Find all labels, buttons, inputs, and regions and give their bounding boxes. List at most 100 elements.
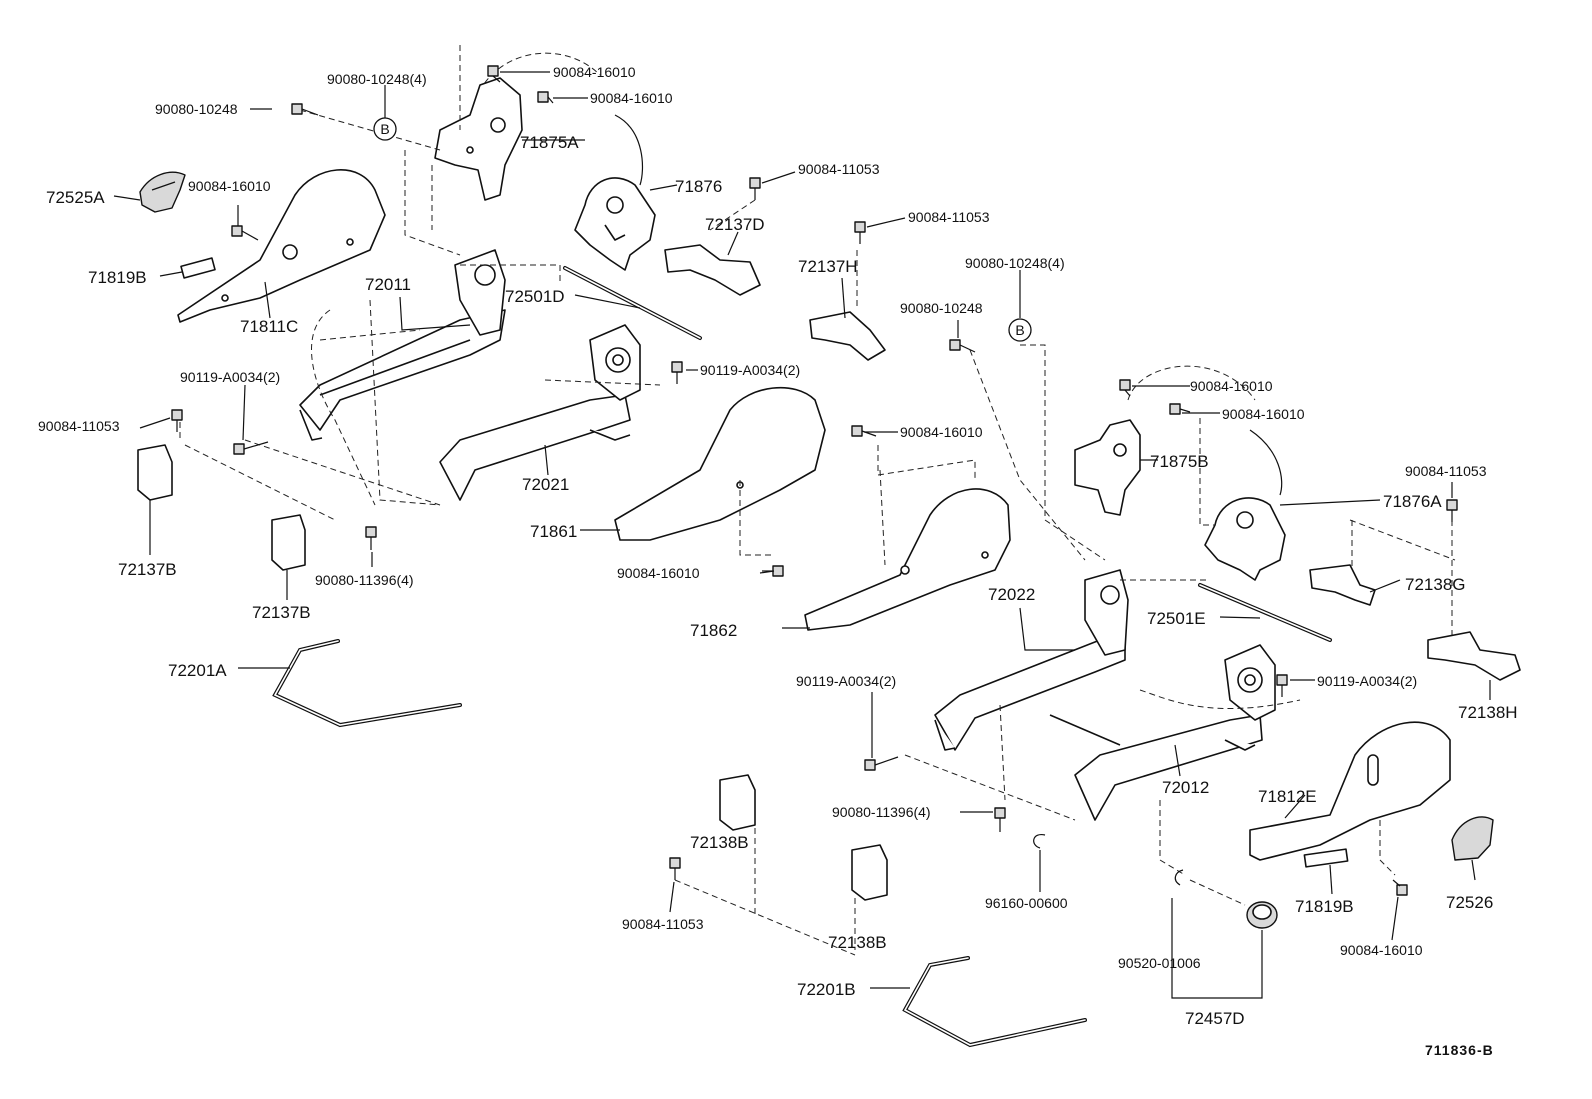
figure-code: 711836-B bbox=[1425, 1042, 1494, 1058]
label-71819B-top: 71819B bbox=[88, 268, 147, 287]
part-71819B-trim bbox=[1303, 848, 1349, 868]
label-bolt: 90084-11053 bbox=[38, 418, 120, 434]
label-bolt: 96160-00600 bbox=[985, 895, 1068, 911]
label-bolt: 90084-16010 bbox=[1190, 378, 1273, 394]
label-71861: 71861 bbox=[530, 522, 577, 541]
bolt-icon bbox=[949, 339, 976, 353]
label-72137B-a: 72137B bbox=[118, 560, 177, 579]
hidden-outline-right bbox=[1127, 365, 1256, 401]
label-72457D: 72457D bbox=[1185, 1009, 1245, 1028]
part-72012-track bbox=[1049, 644, 1276, 821]
label-bolt: 90084-16010 bbox=[553, 64, 636, 80]
label-bolt: 90119-A0034(2) bbox=[796, 673, 896, 689]
callout-letter: B bbox=[1015, 322, 1024, 338]
part-72138B-block bbox=[851, 844, 888, 901]
label-bolt: 90084-16010 bbox=[1340, 942, 1423, 958]
label-bolt: 90084-16010 bbox=[1222, 406, 1305, 422]
label-71819B-bot: 71819B bbox=[1295, 897, 1354, 916]
label-72137H: 72137H bbox=[798, 257, 858, 276]
bolt-icon bbox=[537, 91, 554, 104]
dashed-leader bbox=[1379, 800, 1396, 876]
label-71876: 71876 bbox=[675, 177, 722, 196]
label-72137D: 72137D bbox=[705, 215, 765, 234]
label-bolt: 90080-10248(4) bbox=[327, 71, 427, 87]
clip-icon bbox=[1174, 869, 1184, 886]
label-72021: 72021 bbox=[522, 475, 569, 494]
label-72501D: 72501D bbox=[505, 287, 565, 306]
bolt-icon bbox=[1392, 879, 1408, 896]
part-72138B-block bbox=[719, 774, 756, 831]
part-72022-track bbox=[934, 569, 1129, 751]
label-72012: 72012 bbox=[1162, 778, 1209, 797]
label-72138G: 72138G bbox=[1405, 575, 1466, 594]
part-72137B-block bbox=[137, 444, 173, 501]
dashed-leader bbox=[369, 299, 441, 506]
part-72137H-pad bbox=[809, 311, 886, 361]
label-72138B-b: 72138B bbox=[828, 933, 887, 952]
dashed-leader bbox=[184, 444, 336, 521]
bolt-icon bbox=[864, 756, 899, 771]
part-71862-shield bbox=[804, 488, 1011, 631]
label-bolt: 90080-10248(4) bbox=[965, 255, 1065, 271]
callout-b-right: B bbox=[1008, 318, 1032, 342]
dashed-leader bbox=[1199, 418, 1215, 526]
dashed-leader bbox=[879, 469, 886, 566]
label-bolt: 90119-A0034(2) bbox=[180, 369, 280, 385]
label-72011: 72011 bbox=[365, 275, 411, 294]
bolt-icon bbox=[1169, 403, 1191, 415]
dashed-leader bbox=[999, 704, 1006, 801]
label-72137B-b: 72137B bbox=[252, 603, 311, 622]
part-72457D-knob bbox=[1246, 901, 1278, 929]
label-72138H: 72138H bbox=[1458, 703, 1518, 722]
part-71876A-cover bbox=[1204, 497, 1286, 581]
label-72501E: 72501E bbox=[1147, 609, 1206, 628]
dashed-leader bbox=[674, 879, 856, 956]
label-bolt: 90080-11396(4) bbox=[832, 804, 931, 820]
label-bolt: 90084-16010 bbox=[900, 424, 983, 440]
label-71812E: 71812E bbox=[1258, 787, 1317, 806]
part-72138H-pad bbox=[1427, 631, 1521, 681]
part-72138G-pad bbox=[1309, 564, 1376, 606]
label-bolt: 90084-11053 bbox=[908, 209, 990, 225]
dashed-leader bbox=[1159, 800, 1186, 876]
dashed-leader bbox=[1189, 879, 1246, 906]
bolt-icon bbox=[749, 177, 761, 200]
bolt-icon bbox=[171, 409, 183, 432]
dashed-leader bbox=[460, 264, 561, 285]
part-72525A-handle bbox=[139, 171, 186, 213]
label-bolt: 90520-01006 bbox=[1118, 955, 1201, 971]
label-71811C: 71811C bbox=[240, 317, 298, 336]
label-71876A: 71876A bbox=[1383, 492, 1442, 511]
label-72201B: 72201B bbox=[797, 980, 856, 999]
leader-lines bbox=[113, 71, 1491, 999]
label-bolt: 90080-10248 bbox=[155, 101, 238, 117]
label-72022: 72022 bbox=[988, 585, 1035, 604]
dashed-leader bbox=[319, 329, 421, 341]
dashed-leader bbox=[739, 480, 772, 556]
bolt-icon bbox=[994, 807, 1006, 832]
hidden-outline bbox=[1139, 689, 1301, 710]
label-bolt: 90084-16010 bbox=[188, 178, 271, 194]
bolt-icon bbox=[365, 526, 377, 550]
clip-icon bbox=[1033, 833, 1046, 849]
hidden-outline bbox=[311, 309, 376, 506]
bolt-icon bbox=[1119, 379, 1131, 397]
dashed-leader bbox=[299, 109, 441, 151]
label-72526: 72526 bbox=[1446, 893, 1493, 912]
bolt-icon bbox=[231, 225, 259, 241]
callout-letter: B bbox=[380, 121, 389, 137]
bolt-icon bbox=[487, 65, 501, 83]
dashed-leader bbox=[404, 150, 461, 256]
label-72201A: 72201A bbox=[168, 661, 227, 680]
label-bolt: 90084-16010 bbox=[617, 565, 700, 581]
part-72137B-block bbox=[271, 514, 306, 571]
part-72526-handle bbox=[1451, 816, 1494, 861]
dashed-leader bbox=[544, 379, 661, 386]
label-bolt: 90084-11053 bbox=[1405, 463, 1487, 479]
dashed-leader bbox=[1020, 344, 1106, 561]
dashed-leader bbox=[1349, 519, 1456, 561]
part-71812E-shield bbox=[1249, 721, 1451, 861]
part-71811C-shield bbox=[177, 169, 386, 323]
part-72501D-rod bbox=[563, 266, 702, 340]
